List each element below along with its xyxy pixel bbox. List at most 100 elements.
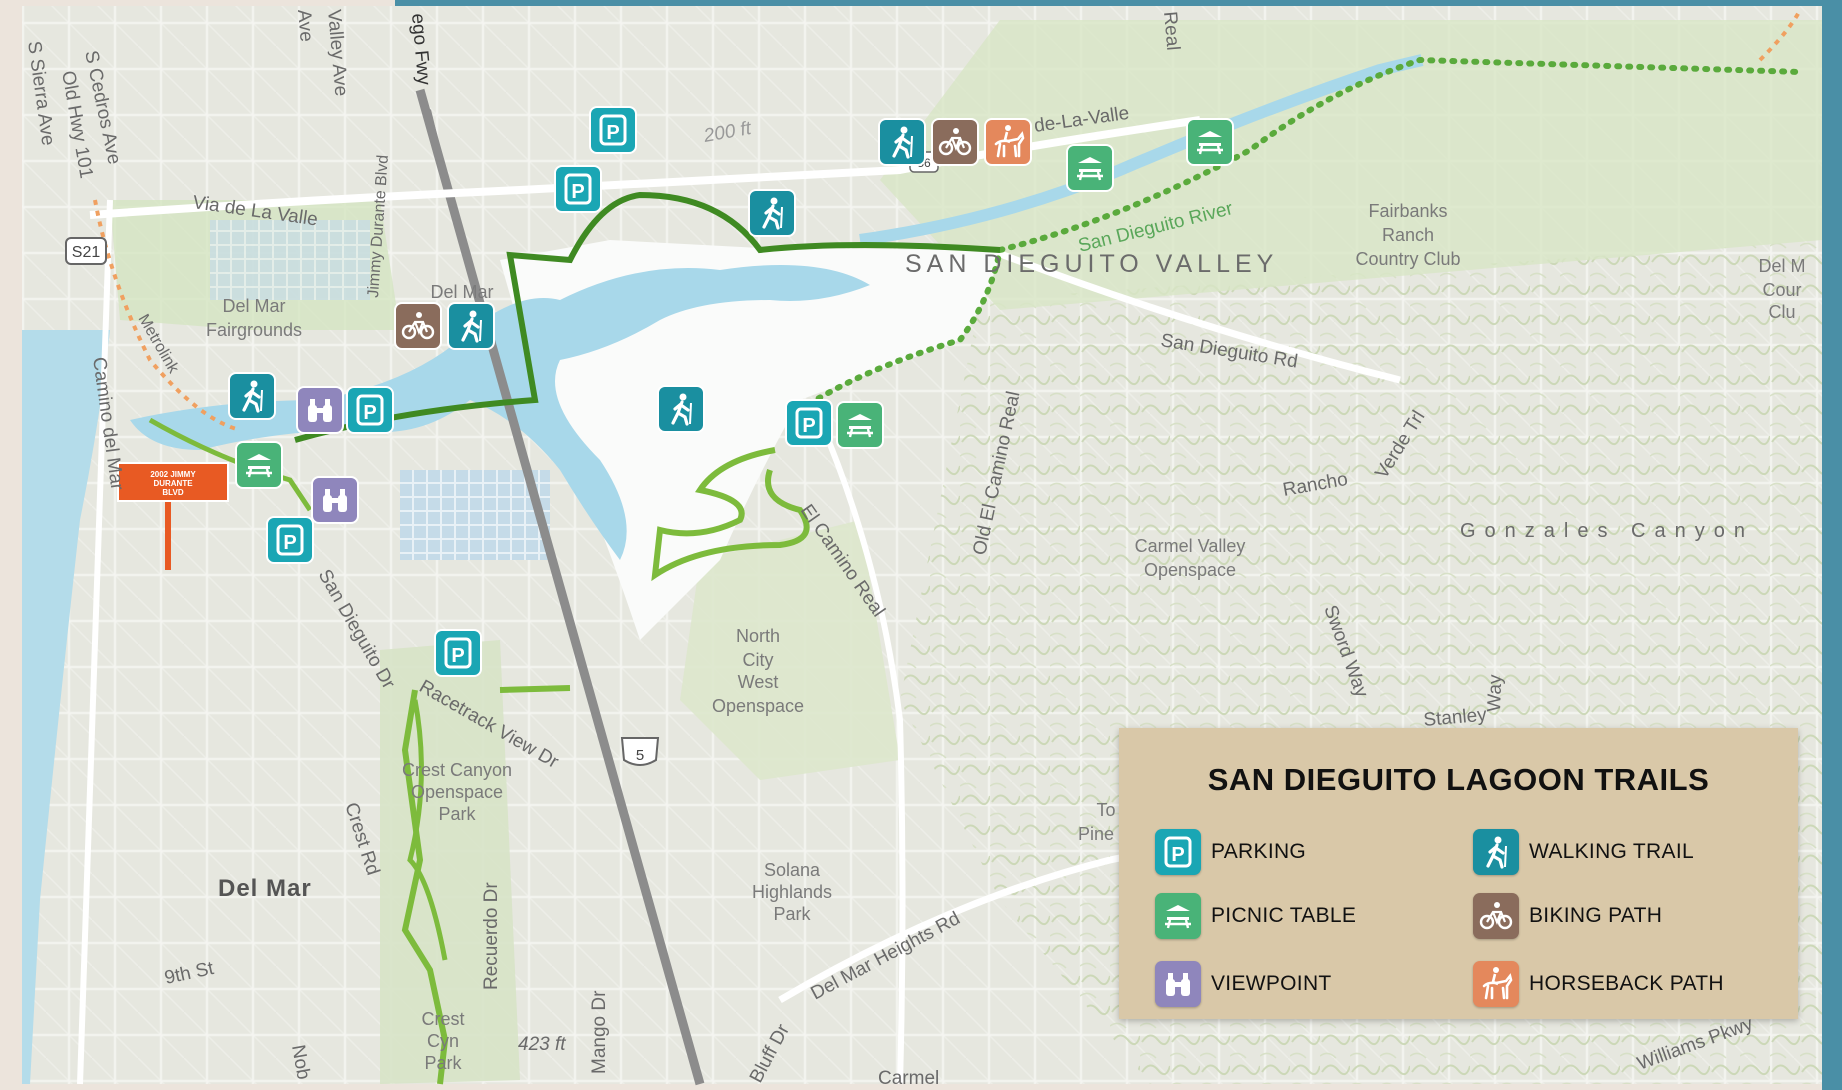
label-carmel-valley-2: Openspace (1144, 560, 1236, 580)
legend-item-parking: P PARKING (1155, 828, 1306, 876)
picnic-table-icon[interactable] (235, 441, 283, 489)
label-gonzales: Gonzales Canyon (1460, 520, 1754, 542)
label-solana-2: Highlands (752, 882, 832, 902)
label-carmel-valley-1: Carmel Valley (1135, 536, 1246, 556)
legend-item-picnic: PICNIC TABLE (1155, 892, 1356, 940)
label-crest-cyn-3: Park (424, 1053, 462, 1073)
label-north-city-2: City (743, 650, 774, 670)
north-city-loop-trail[interactable] (651, 447, 810, 582)
freeway-ramp (425, 109, 453, 201)
ocean (22, 330, 110, 1084)
svg-text:P: P (1171, 844, 1184, 866)
hiker-icon[interactable] (748, 189, 796, 237)
legend-item-horseback: HORSEBACK PATH (1473, 960, 1724, 1008)
label-solana-3: Park (773, 904, 811, 924)
label-fairbanks-3: Country Club (1355, 249, 1460, 269)
label-north-city-3: West (738, 672, 779, 692)
parking-icon[interactable]: P (589, 106, 637, 154)
legend-label-walking: WALKING TRAIL (1529, 840, 1694, 863)
map-markers: P P P P P P (228, 106, 1234, 677)
parking-icon[interactable]: P (434, 629, 482, 677)
picnic-table-icon[interactable] (1186, 118, 1234, 166)
label-valley: SAN DIEGUITO VALLEY (905, 250, 1278, 278)
river-path-trail[interactable] (797, 56, 1803, 413)
s21-label: S21 (72, 244, 101, 261)
parking-icon[interactable]: P (785, 399, 833, 447)
label-carmel: Carmel (878, 1068, 939, 1089)
picnic-table-icon[interactable] (1066, 144, 1114, 192)
bicycle-icon[interactable] (394, 302, 442, 350)
svg-text:P: P (571, 181, 584, 203)
ponds (400, 470, 550, 560)
crest-canyon-green (380, 640, 520, 1084)
i5-shield: 5 (620, 737, 660, 766)
i5-label: 5 (636, 747, 644, 764)
label-north-city-1: North (736, 626, 780, 646)
horse-rider-icon[interactable] (984, 118, 1032, 166)
legend-label-viewpoint: VIEWPOINT (1211, 972, 1332, 995)
label-crest-canyon-3: Park (438, 804, 476, 824)
label-mango: Mango Dr (589, 990, 610, 1074)
river-channel (859, 54, 1424, 246)
bicycle-icon[interactable] (931, 118, 979, 166)
parking-icon[interactable]: P (346, 386, 394, 434)
svg-text:P: P (283, 532, 296, 554)
sign-line-3: BLVD (162, 488, 183, 497)
label-ave: Ave (293, 9, 317, 43)
jimmy-durante-sign: 2002 JIMMY DURANTE BLVD (117, 462, 229, 570)
label-fairbanks-1: Fairbanks (1368, 201, 1447, 221)
binoculars-icon[interactable] (311, 476, 359, 524)
label-fairgrounds-2: Fairgrounds (206, 320, 302, 340)
label-del-mar: Del Mar (218, 875, 312, 902)
legend-label-horseback: HORSEBACK PATH (1529, 972, 1724, 995)
top-border (395, 0, 1842, 6)
hiker-icon[interactable] (447, 302, 495, 350)
label-del-mar-small: Del Mar (430, 282, 493, 302)
svg-text:P: P (451, 645, 464, 667)
parking-icon[interactable]: P (554, 165, 602, 213)
crest-canyon-loop[interactable] (407, 699, 448, 961)
racetrack-trail[interactable] (499, 685, 571, 693)
label-del-mar-right-1: Del M (1758, 256, 1805, 276)
s21-shield: S21 (65, 237, 107, 265)
parking-icon[interactable]: P (266, 516, 314, 564)
legend-title: SAN DIEGUITO LAGOON TRAILS (1207, 762, 1710, 797)
label-to-pine-2: Pine (1078, 824, 1114, 844)
camino-del-mar-road (77, 199, 113, 1085)
hiker-icon[interactable] (878, 118, 926, 166)
label-real-top: Real (1159, 11, 1183, 52)
legend-label-parking: PARKING (1211, 840, 1307, 863)
north-city-green (680, 520, 900, 780)
label-solana-1: Solana (764, 860, 821, 880)
svg-text:P: P (802, 415, 815, 437)
label-north-city-4: Openspace (712, 696, 804, 716)
bicycle-icon (1473, 893, 1519, 939)
label-way: Way (1484, 674, 1506, 713)
interstate-5 (415, 88, 705, 1086)
label-recuerdo: Recuerdo Dr (481, 882, 502, 990)
picnic-table-icon[interactable] (836, 401, 884, 449)
svg-text:P: P (363, 402, 376, 424)
label-to-pine-1: To (1096, 800, 1115, 820)
label-crest-cyn-2: Cyn (427, 1031, 459, 1051)
binoculars-icon[interactable] (296, 386, 344, 434)
sign-line-2: DURANTE (153, 479, 193, 488)
binoculars-icon (1155, 961, 1201, 1007)
legend-label-picnic: PICNIC TABLE (1211, 904, 1357, 927)
hiker-icon (1473, 829, 1519, 875)
label-crest-cyn-1: Crest (421, 1009, 464, 1029)
label-elev-423: 423 ft (518, 1034, 566, 1055)
sign-line-1: 2002 JIMMY (150, 470, 196, 479)
label-fairbanks-2: Ranch (1382, 225, 1434, 245)
hiker-icon[interactable] (228, 372, 276, 420)
legend-label-biking: BIKING PATH (1529, 904, 1663, 927)
legend: SAN DIEGUITO LAGOON TRAILS P PARKING WAL… (1119, 728, 1798, 1019)
san-dieguito-road (988, 246, 1401, 384)
river-water (130, 265, 870, 560)
label-crest-canyon-2: Openspace (411, 782, 503, 802)
lagoon-walking-trail[interactable] (294, 191, 1001, 443)
crest-canyon-trail[interactable] (401, 689, 449, 1085)
label-del-mar-right-2: Cour (1762, 280, 1801, 300)
legend-item-biking: BIKING PATH (1473, 892, 1662, 940)
hiker-icon[interactable] (657, 385, 705, 433)
